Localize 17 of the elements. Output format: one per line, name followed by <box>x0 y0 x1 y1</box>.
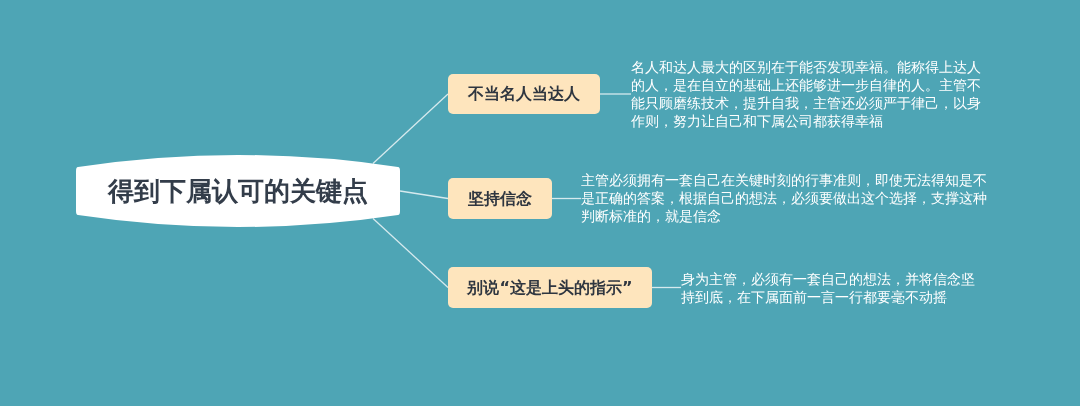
central-topic <box>76 155 400 227</box>
connector-line <box>551 197 582 200</box>
connector-line <box>651 286 682 289</box>
topic-label: 别说“这是上头的指示” <box>467 279 633 296</box>
topic-box <box>448 74 600 114</box>
connector-line <box>372 217 449 289</box>
note-text: 主管必须拥有一套自己在关键时刻的行事准则，即使无法得知是不是正确的答案，根据自己的想法，必须要做出这个选择，支撑这种判断标准的，就是信念 <box>581 171 995 225</box>
topic-label: 坚持信念 <box>468 190 532 207</box>
topic-box <box>448 178 552 219</box>
connector-line <box>599 93 632 95</box>
note-text: 名人和达人最大的区别在于能否发现幸福。能称得上达人的人，是在自立的基础上还能够进一步自律的人。主管不能只顾磨练技术，提升自我，主管还必须严于律己，以身作则，努力让自己和下属公司都获得幸福 <box>631 58 991 130</box>
connector-line <box>399 190 449 200</box>
topic-label: 不当名人当达人 <box>468 86 580 102</box>
topic-title: 得到下属认可的关键点 <box>108 178 368 204</box>
connector-line <box>372 93 449 165</box>
topic-box <box>448 267 652 308</box>
note-text: 身为主管，必须有一套自己的想法，并将信念坚持到底，在下属面前一言一行都要毫不动摇 <box>681 270 983 306</box>
